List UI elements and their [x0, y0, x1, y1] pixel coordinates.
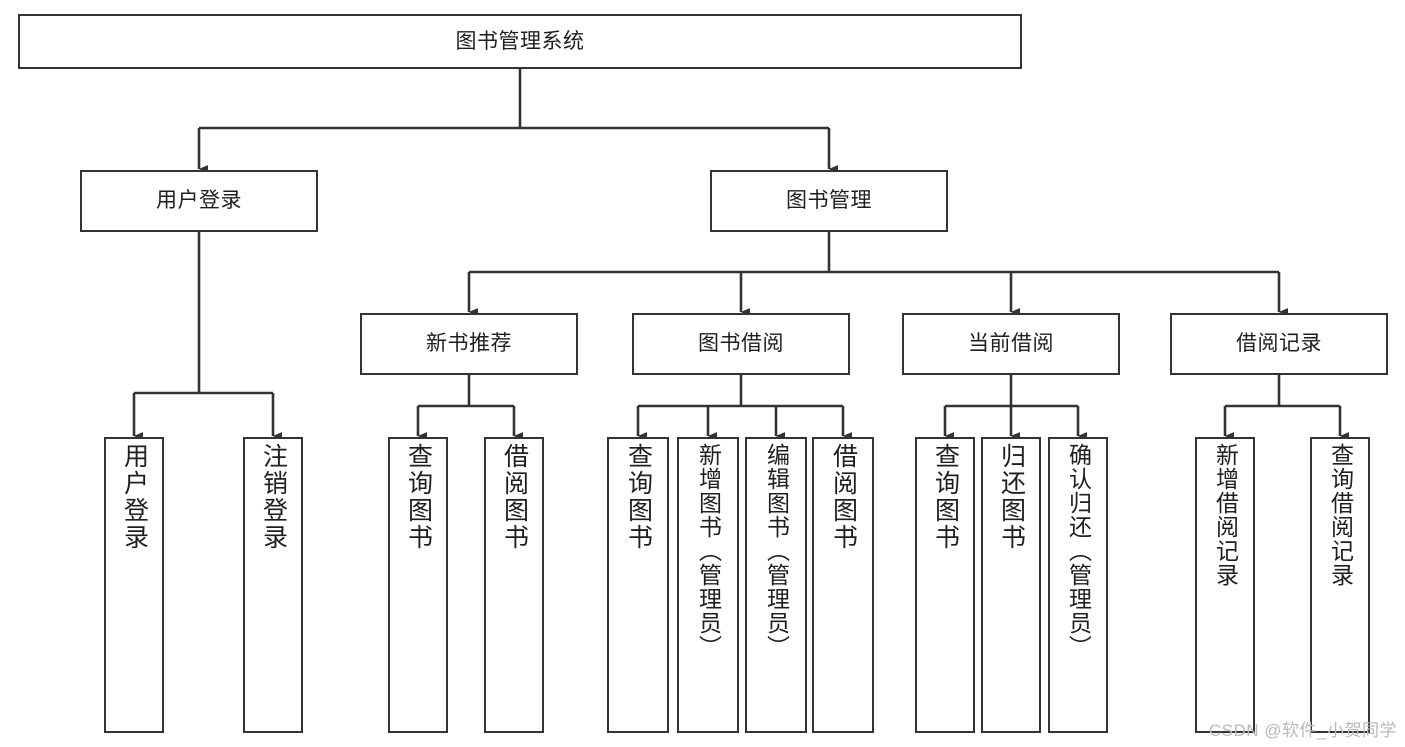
node-leaf-borrow-1[interactable]: 查询图书: [607, 437, 669, 733]
node-label: 新增借阅记录: [1212, 443, 1239, 587]
node-label: 图书管理系统: [455, 29, 585, 53]
node-leaf-newbook-1[interactable]: 查询图书: [388, 437, 448, 733]
node-label: 编辑图书（管理员）: [763, 443, 790, 659]
node-leaf-borrow-3[interactable]: 编辑图书（管理员）: [745, 437, 807, 733]
node-label: 借阅图书: [500, 443, 529, 551]
node-label: 用户登录: [120, 443, 149, 551]
node-leaf-newbook-2[interactable]: 借阅图书: [484, 437, 544, 733]
node-current[interactable]: 当前借阅: [902, 313, 1120, 375]
edge-group: [132, 69, 1350, 440]
node-label: 新增图书（管理员）: [695, 443, 722, 659]
node-leaf-borrow-2[interactable]: 新增图书（管理员）: [677, 437, 739, 733]
node-label: 图书借阅: [698, 332, 784, 356]
node-leaf-current-3[interactable]: 确认归还（管理员）: [1048, 437, 1108, 733]
node-leaf-login-2[interactable]: 注销登录: [243, 437, 303, 733]
node-label: 查询借阅记录: [1327, 443, 1354, 587]
node-label: 查询图书: [404, 443, 433, 551]
node-borrow[interactable]: 图书借阅: [632, 313, 850, 375]
node-records[interactable]: 借阅记录: [1170, 313, 1388, 375]
node-newbook[interactable]: 新书推荐: [360, 313, 578, 375]
node-label: 用户登录: [156, 189, 242, 213]
node-label: 注销登录: [259, 443, 288, 551]
node-label: 确认归还（管理员）: [1065, 443, 1092, 659]
node-login[interactable]: 用户登录: [80, 170, 318, 232]
node-label: 查询图书: [931, 443, 960, 551]
node-label: 新书推荐: [426, 332, 512, 356]
node-leaf-records-1[interactable]: 新增借阅记录: [1195, 437, 1255, 733]
node-label: 借阅记录: [1236, 332, 1322, 356]
node-leaf-records-2[interactable]: 查询借阅记录: [1310, 437, 1370, 733]
node-root[interactable]: 图书管理系统: [18, 14, 1022, 69]
node-label: 查询图书: [624, 443, 653, 551]
node-bookmgmt[interactable]: 图书管理: [710, 170, 948, 232]
node-leaf-current-2[interactable]: 归还图书: [981, 437, 1041, 733]
node-label: 借阅图书: [829, 443, 858, 551]
node-label: 图书管理: [786, 189, 872, 213]
node-leaf-login-1[interactable]: 用户登录: [104, 437, 164, 733]
node-label: 当前借阅: [968, 332, 1054, 356]
node-leaf-borrow-4[interactable]: 借阅图书: [812, 437, 874, 733]
node-label: 归还图书: [997, 443, 1026, 551]
node-leaf-current-1[interactable]: 查询图书: [915, 437, 975, 733]
